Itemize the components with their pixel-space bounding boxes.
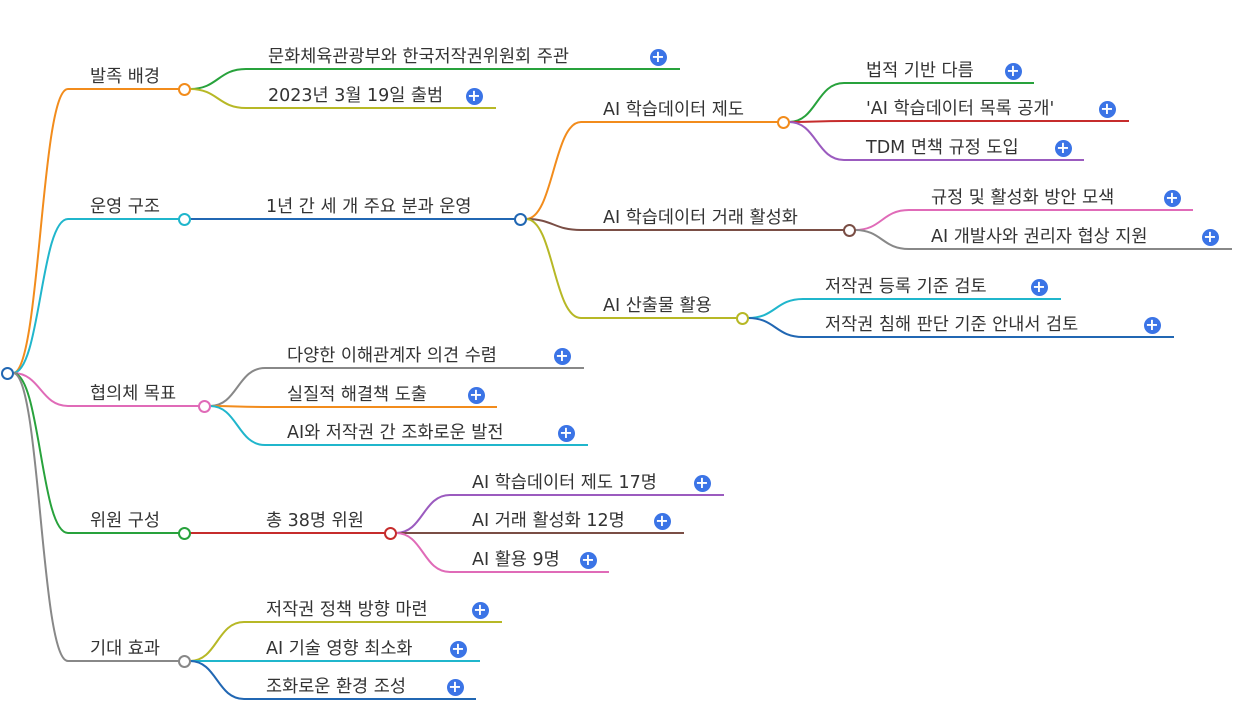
plus-circle-icon[interactable]: + bbox=[465, 85, 483, 105]
edge-ai-학습데이터-목록-공개 bbox=[788, 120, 845, 123]
collapse-knob-기대-효과[interactable] bbox=[177, 654, 191, 668]
node-label-2023년-3월-19일-출범[interactable]: 2023년 3월 19일 출범 bbox=[268, 86, 444, 106]
node-label-발족-배경[interactable]: 발족 배경 bbox=[90, 67, 160, 87]
plus-circle-icon[interactable]: + bbox=[1030, 276, 1048, 296]
node-label-ai-기술-영향-최소화[interactable]: AI 기술 영향 최소화 bbox=[266, 639, 413, 659]
collapse-knob-위원-구성[interactable] bbox=[177, 526, 191, 540]
node-label-ai-학습데이터-목록-공개[interactable]: 'AI 학습데이터 목록 공개' bbox=[866, 99, 1055, 119]
edge-저작권-정책-방향-마련 bbox=[189, 621, 245, 662]
collapse-knob-1년-간-세-개-주요-분과-운영[interactable] bbox=[513, 212, 527, 226]
edge-ai-산출물-활용 bbox=[525, 218, 582, 319]
edge-ai-학습데이터-제도-17명 bbox=[395, 494, 451, 534]
plus-circle-icon[interactable]: + bbox=[1004, 60, 1022, 80]
edge-ai-학습데이터-거래-활성화 bbox=[525, 218, 582, 231]
node-label-법적-기반-다름[interactable]: 법적 기반 다름 bbox=[866, 61, 974, 81]
node-label-조화로운-환경-조성[interactable]: 조화로운 환경 조성 bbox=[266, 677, 406, 697]
edge-발족-배경 bbox=[12, 88, 69, 374]
collapse-knob-ai-산출물-활용[interactable] bbox=[735, 311, 749, 325]
node-label-ai-학습데이터-제도-17명[interactable]: AI 학습데이터 제도 17명 bbox=[472, 473, 657, 493]
node-label-ai-활용-9명[interactable]: AI 활용 9명 bbox=[472, 550, 560, 570]
plus-circle-icon[interactable]: + bbox=[446, 676, 464, 696]
edge-ai-학습데이터-제도 bbox=[525, 121, 582, 220]
plus-circle-icon[interactable]: + bbox=[579, 549, 597, 569]
edge-다양한-이해관계자-의견-수렴 bbox=[209, 367, 266, 407]
node-label-ai-거래-활성화-12명[interactable]: AI 거래 활성화 12명 bbox=[472, 511, 625, 531]
node-label-총-38명-위원[interactable]: 총 38명 위원 bbox=[266, 511, 364, 531]
plus-circle-icon[interactable]: + bbox=[649, 46, 667, 66]
node-label-저작권-침해-판단-기준-안내서-검토[interactable]: 저작권 침해 판단 기준 안내서 검토 bbox=[825, 315, 1079, 335]
edge-위원-구성 bbox=[12, 372, 69, 534]
plus-circle-icon[interactable]: + bbox=[1098, 98, 1116, 118]
plus-circle-icon[interactable]: + bbox=[449, 638, 467, 658]
plus-circle-icon[interactable]: + bbox=[693, 472, 711, 492]
edge-2023년-3월-19일-출범 bbox=[189, 88, 247, 109]
node-label-ai-학습데이터-거래-활성화[interactable]: AI 학습데이터 거래 활성화 bbox=[603, 208, 798, 228]
collapse-knob-ai-학습데이터-제도[interactable] bbox=[776, 115, 790, 129]
node-label-1년-간-세-개-주요-분과-운영[interactable]: 1년 간 세 개 주요 분과 운영 bbox=[266, 197, 472, 217]
plus-circle-icon[interactable]: + bbox=[557, 422, 575, 442]
node-label-tdm-면책-규정-도입[interactable]: TDM 면책 규정 도입 bbox=[866, 138, 1019, 158]
node-label-ai-산출물-활용[interactable]: AI 산출물 활용 bbox=[603, 296, 712, 316]
collapse-knob-협의체-목표[interactable] bbox=[197, 399, 211, 413]
plus-circle-icon[interactable]: + bbox=[653, 510, 671, 530]
edge-법적-기반-다름 bbox=[788, 82, 845, 123]
edge-협의체-목표 bbox=[12, 372, 69, 407]
edge-조화로운-환경-조성 bbox=[189, 660, 245, 700]
plus-circle-icon[interactable]: + bbox=[1054, 137, 1072, 157]
node-label-운영-구조[interactable]: 운영 구조 bbox=[90, 197, 160, 217]
edge-저작권-침해-판단-기준-안내서-검토 bbox=[747, 317, 804, 338]
node-label-규정-및-활성화-방안-모색[interactable]: 규정 및 활성화 방안 모색 bbox=[931, 188, 1115, 208]
node-label-기대-효과[interactable]: 기대 효과 bbox=[90, 639, 160, 659]
node-label-저작권-등록-기준-검토[interactable]: 저작권 등록 기준 검토 bbox=[825, 277, 987, 297]
root-knob[interactable] bbox=[0, 366, 14, 380]
node-label-다양한-이해관계자-의견-수렴[interactable]: 다양한 이해관계자 의견 수렴 bbox=[287, 346, 497, 366]
edge-규정-및-활성화-방안-모색 bbox=[854, 209, 910, 231]
edge-문화체육관광부와-한국저작권위원회-주관 bbox=[189, 68, 247, 90]
collapse-knob-운영-구조[interactable] bbox=[177, 212, 191, 226]
node-label-위원-구성[interactable]: 위원 구성 bbox=[90, 511, 160, 531]
node-label-ai-학습데이터-제도[interactable]: AI 학습데이터 제도 bbox=[603, 100, 744, 120]
node-label-저작권-정책-방향-마련[interactable]: 저작권 정책 방향 마련 bbox=[266, 600, 428, 620]
node-label-실질적-해결책-도출[interactable]: 실질적 해결책 도출 bbox=[287, 385, 427, 405]
plus-circle-icon[interactable]: + bbox=[553, 345, 571, 365]
node-label-ai-개발사와-권리자-협상-지원[interactable]: AI 개발사와 권리자 협상 지원 bbox=[931, 227, 1148, 247]
collapse-knob-총-38명-위원[interactable] bbox=[383, 526, 397, 540]
edge-운영-구조 bbox=[12, 218, 69, 374]
plus-circle-icon[interactable]: + bbox=[467, 384, 485, 404]
collapse-knob-발족-배경[interactable] bbox=[177, 82, 191, 96]
edge-기대-효과 bbox=[12, 372, 69, 662]
plus-circle-icon[interactable]: + bbox=[1163, 187, 1181, 207]
node-label-협의체-목표[interactable]: 협의체 목표 bbox=[90, 384, 177, 404]
node-label-ai와-저작권-간-조화로운-발전[interactable]: AI와 저작권 간 조화로운 발전 bbox=[287, 423, 504, 443]
edge-ai-활용-9명 bbox=[395, 532, 451, 573]
edge-ai와-저작권-간-조화로운-발전 bbox=[209, 405, 266, 446]
plus-circle-icon[interactable]: + bbox=[1201, 226, 1219, 246]
plus-circle-icon[interactable]: + bbox=[1143, 314, 1161, 334]
edge-ai-개발사와-권리자-협상-지원 bbox=[854, 229, 910, 250]
node-label-문화체육관광부와-한국저작권위원회-주관[interactable]: 문화체육관광부와 한국저작권위원회 주관 bbox=[268, 47, 569, 67]
collapse-knob-ai-학습데이터-거래-활성화[interactable] bbox=[842, 223, 856, 237]
edge-저작권-등록-기준-검토 bbox=[747, 298, 804, 319]
edge-tdm-면책-규정-도입 bbox=[788, 121, 845, 161]
plus-circle-icon[interactable]: + bbox=[471, 599, 489, 619]
